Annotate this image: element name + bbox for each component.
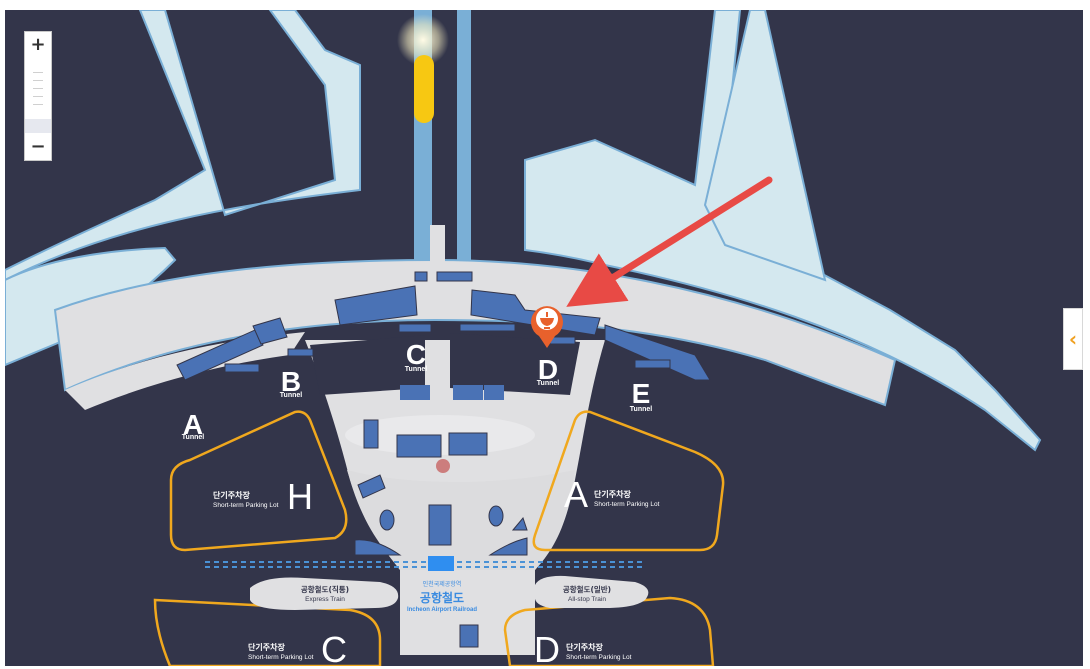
parking-korean: 단기주차장 bbox=[213, 490, 250, 500]
central-plaza bbox=[305, 340, 605, 655]
parking-lot-h[interactable]: 단기주차장 Short-term Parking Lot H bbox=[213, 476, 313, 517]
tunnel-text: Tunnel bbox=[630, 406, 652, 413]
express-train-label[interactable]: 공항철도(직통) Express Train bbox=[301, 584, 349, 603]
zoom-tick bbox=[33, 88, 43, 89]
tunnel-text: Tunnel bbox=[280, 392, 302, 399]
parking-english: Short-term Parking Lot bbox=[594, 501, 660, 508]
station-korean-small: 인천국제공항역 bbox=[423, 580, 462, 588]
tunnel-openings bbox=[310, 333, 580, 400]
parking-lot-a[interactable]: A 단기주차장 Short-term Parking Lot bbox=[564, 474, 660, 515]
tunnel-letter: B bbox=[281, 366, 301, 397]
all-stop-train-label[interactable]: 공항철도(일반) All-stop Train bbox=[563, 584, 611, 603]
parking-english: Short-term Parking Lot bbox=[213, 502, 279, 509]
train-korean: 공항철도(직통) bbox=[301, 584, 349, 594]
tunnel-label-d: D Tunnel bbox=[537, 354, 559, 387]
parking-letter: H bbox=[287, 476, 313, 517]
station-korean-big: 공항철도 bbox=[420, 590, 464, 605]
zoom-tick bbox=[33, 104, 43, 105]
parking-lot-c[interactable]: 단기주차장 Short-term Parking Lot C bbox=[248, 629, 347, 666]
zoom-tick bbox=[33, 96, 43, 97]
parking-letter: D bbox=[534, 629, 560, 666]
tunnel-text: Tunnel bbox=[182, 434, 204, 441]
zoom-out-button[interactable]: − bbox=[30, 136, 46, 157]
tunnel-label-b: B Tunnel bbox=[280, 366, 302, 399]
terminal-concourse bbox=[5, 10, 1042, 452]
parking-korean: 단기주차장 bbox=[594, 489, 631, 499]
zoom-control: + − bbox=[24, 31, 52, 161]
tunnel-label-c: C Tunnel bbox=[405, 339, 427, 373]
sidebar-toggle-button[interactable]: ‹ bbox=[1063, 308, 1083, 370]
parking-korean: 단기주차장 bbox=[248, 642, 285, 652]
station-english: Incheon Airport Railroad bbox=[407, 607, 477, 613]
map-frame[interactable]: A Tunnel B Tunnel C Tunnel D Tunnel E Tu… bbox=[5, 10, 1083, 666]
train-korean: 공항철도(일반) bbox=[563, 584, 611, 594]
zoom-in-button[interactable]: + bbox=[30, 34, 46, 55]
tunnel-letter: A bbox=[183, 409, 203, 440]
tunnel-label-a: A Tunnel bbox=[182, 409, 204, 441]
zoom-tick bbox=[33, 80, 43, 81]
tunnel-text: Tunnel bbox=[537, 380, 559, 387]
taxiway bbox=[397, 10, 471, 270]
train-english: Express Train bbox=[305, 596, 345, 603]
chevron-left-icon: ‹ bbox=[1068, 327, 1078, 351]
restaurant-marker[interactable] bbox=[531, 306, 563, 348]
railroad-line bbox=[205, 556, 645, 571]
parking-english: Short-term Parking Lot bbox=[248, 654, 314, 661]
station-label[interactable]: 인천국제공항역 공항철도 Incheon Airport Railroad bbox=[407, 580, 477, 613]
zoom-tick bbox=[33, 72, 43, 73]
pointer-arrow bbox=[566, 176, 773, 307]
airport-map[interactable]: A Tunnel B Tunnel C Tunnel D Tunnel E Tu… bbox=[5, 10, 1083, 666]
parking-korean: 단기주차장 bbox=[566, 642, 603, 652]
zoom-slider[interactable] bbox=[25, 119, 51, 133]
tunnel-label-e: E Tunnel bbox=[630, 378, 652, 413]
train-platforms bbox=[250, 575, 649, 610]
parking-english: Short-term Parking Lot bbox=[566, 654, 632, 661]
tunnel-letter: D bbox=[538, 354, 558, 385]
train-english: All-stop Train bbox=[568, 596, 606, 603]
tunnel-letter: C bbox=[406, 339, 426, 370]
parking-letter: C bbox=[321, 629, 347, 666]
tunnel-letter: E bbox=[632, 378, 651, 409]
parking-lot-d[interactable]: D 단기주차장 Short-term Parking Lot bbox=[534, 629, 632, 666]
tunnel-text: Tunnel bbox=[405, 366, 427, 373]
parking-lot-outlines bbox=[153, 410, 725, 666]
parking-letter: A bbox=[564, 474, 588, 515]
